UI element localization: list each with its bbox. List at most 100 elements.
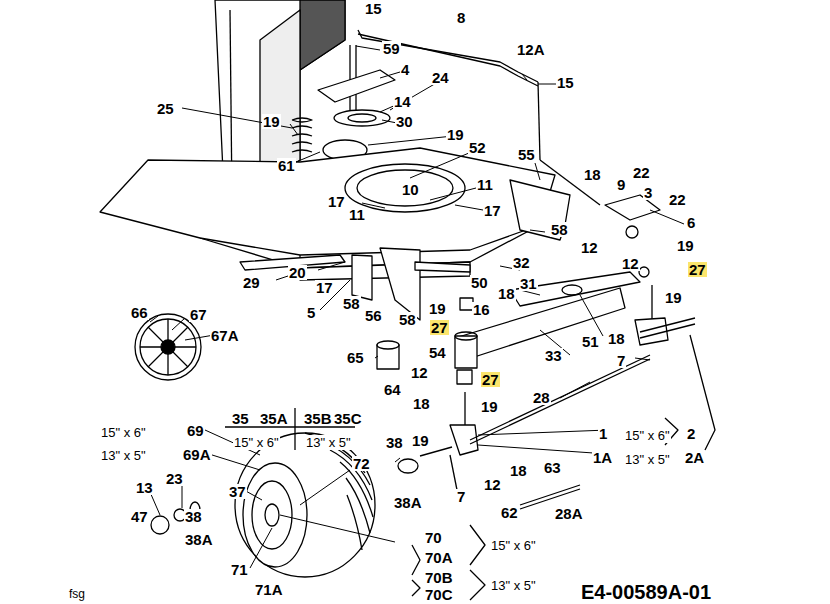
- callout-number: 19: [411, 433, 430, 448]
- callout-number: 18: [412, 396, 431, 411]
- callout-number: 1: [598, 426, 608, 441]
- callout-number: 47: [130, 509, 149, 524]
- callout-number: 67: [189, 307, 208, 322]
- callout-number: 2: [686, 426, 696, 441]
- callout-number: 17: [483, 203, 502, 218]
- callout-number: 15: [364, 1, 383, 16]
- callout-number: 11: [348, 207, 366, 222]
- callout-number: 28A: [554, 506, 584, 521]
- callout-number: 38: [184, 509, 203, 524]
- callout-number: 5: [306, 305, 316, 320]
- callout-number: 2A: [684, 450, 705, 465]
- callout-number: 19: [676, 238, 695, 253]
- table-cell: 13" x 5": [305, 435, 352, 450]
- callout-number: 9: [616, 177, 626, 192]
- callout-number: 19: [480, 399, 499, 414]
- callout-number: 71A: [254, 582, 284, 597]
- callout-number: 52: [468, 140, 487, 155]
- callout-number: 38: [385, 435, 404, 450]
- size-label: 15" x 6": [624, 428, 671, 443]
- size-label: 13" x 5": [490, 578, 537, 593]
- callout-number: 14: [393, 94, 412, 109]
- callout-number: 4: [400, 62, 410, 77]
- callout-number: 59: [382, 41, 401, 56]
- callout-number: 3: [643, 185, 653, 200]
- callout-number: 54: [428, 345, 447, 360]
- callout-number: 71: [230, 562, 249, 577]
- callout-number: 19: [262, 114, 281, 129]
- callout-number: 65: [346, 350, 365, 365]
- table-cell: 35: [231, 411, 250, 426]
- callout-number: 12: [621, 256, 640, 271]
- callout-number: 19: [446, 127, 465, 142]
- callout-number: 15: [556, 75, 575, 90]
- drawing-number: E4-00589A-01: [580, 582, 712, 602]
- size-label: 13" x 5": [624, 452, 671, 467]
- callout-number: 38A: [393, 495, 423, 510]
- callout-number: 70: [424, 530, 443, 545]
- artist-mark: fsg: [68, 587, 86, 602]
- callout-number: 29: [242, 275, 261, 290]
- size-label: 15" x 6": [100, 425, 147, 440]
- table-cell: 35B: [303, 411, 333, 426]
- table-cell: 35A: [259, 411, 289, 426]
- callout-number: 50: [470, 275, 489, 290]
- callout-number: 12: [410, 365, 429, 380]
- callout-number: 22: [668, 192, 687, 207]
- callout-number: 61: [277, 158, 296, 173]
- callout-number: 23: [165, 471, 184, 486]
- callout-number: 27: [688, 262, 707, 277]
- callout-number: 27: [481, 372, 500, 387]
- callout-number: 19: [664, 290, 683, 305]
- callout-number: 62: [500, 505, 519, 520]
- callout-number: 38A: [184, 532, 214, 547]
- callout-number: 16: [472, 302, 491, 317]
- callout-number: 70C: [424, 587, 454, 602]
- callout-number: 32: [512, 255, 531, 270]
- callout-number: 33: [544, 348, 563, 363]
- callout-number: 64: [383, 382, 402, 397]
- callout-number: 13: [135, 480, 154, 495]
- callout-number: 56: [364, 308, 383, 323]
- callout-number: 24: [431, 70, 450, 85]
- callout-number: 17: [315, 280, 334, 295]
- table-cell: 15" x 6": [233, 435, 280, 450]
- callout-number: 1A: [592, 450, 613, 465]
- callout-number: 6: [686, 215, 696, 230]
- size-label: 13" x 5": [100, 448, 147, 463]
- callout-number: 18: [497, 286, 516, 301]
- callout-number: 55: [517, 147, 536, 162]
- callout-number: 18: [607, 331, 626, 346]
- callout-number: 72: [352, 456, 371, 471]
- callout-number: 12A: [516, 42, 546, 57]
- callout-number: 12: [580, 240, 599, 255]
- callout-number: 37: [228, 484, 247, 499]
- callout-number: 12: [483, 477, 502, 492]
- callout-number: 25: [156, 101, 175, 116]
- callout-number: 10: [401, 182, 420, 197]
- callout-number: 17: [327, 194, 346, 209]
- callout-number: 31: [519, 276, 538, 291]
- callout-number: 58: [550, 222, 569, 237]
- callout-number: 70A: [424, 550, 454, 565]
- callout-number: 58: [398, 312, 417, 327]
- callout-number: 63: [543, 460, 562, 475]
- callout-number: 69: [186, 423, 205, 438]
- callout-number: 7: [616, 353, 626, 368]
- callout-number: 20: [288, 265, 307, 280]
- callout-number: 51: [581, 334, 600, 349]
- callout-number: 27: [430, 320, 449, 335]
- callout-number: 22: [632, 165, 651, 180]
- callout-number: 66: [130, 305, 149, 320]
- callout-number: 11: [476, 177, 494, 192]
- callout-number: 69A: [182, 447, 212, 462]
- callout-number: 7: [456, 489, 466, 504]
- callout-number: 18: [583, 167, 602, 182]
- callout-number: 28: [532, 390, 551, 405]
- size-label: 15" x 6": [490, 538, 537, 553]
- callout-number: 19: [428, 301, 447, 316]
- table-cell: 35C: [333, 411, 363, 426]
- callout-number: 70B: [424, 570, 454, 585]
- callout-number: 8: [456, 10, 466, 25]
